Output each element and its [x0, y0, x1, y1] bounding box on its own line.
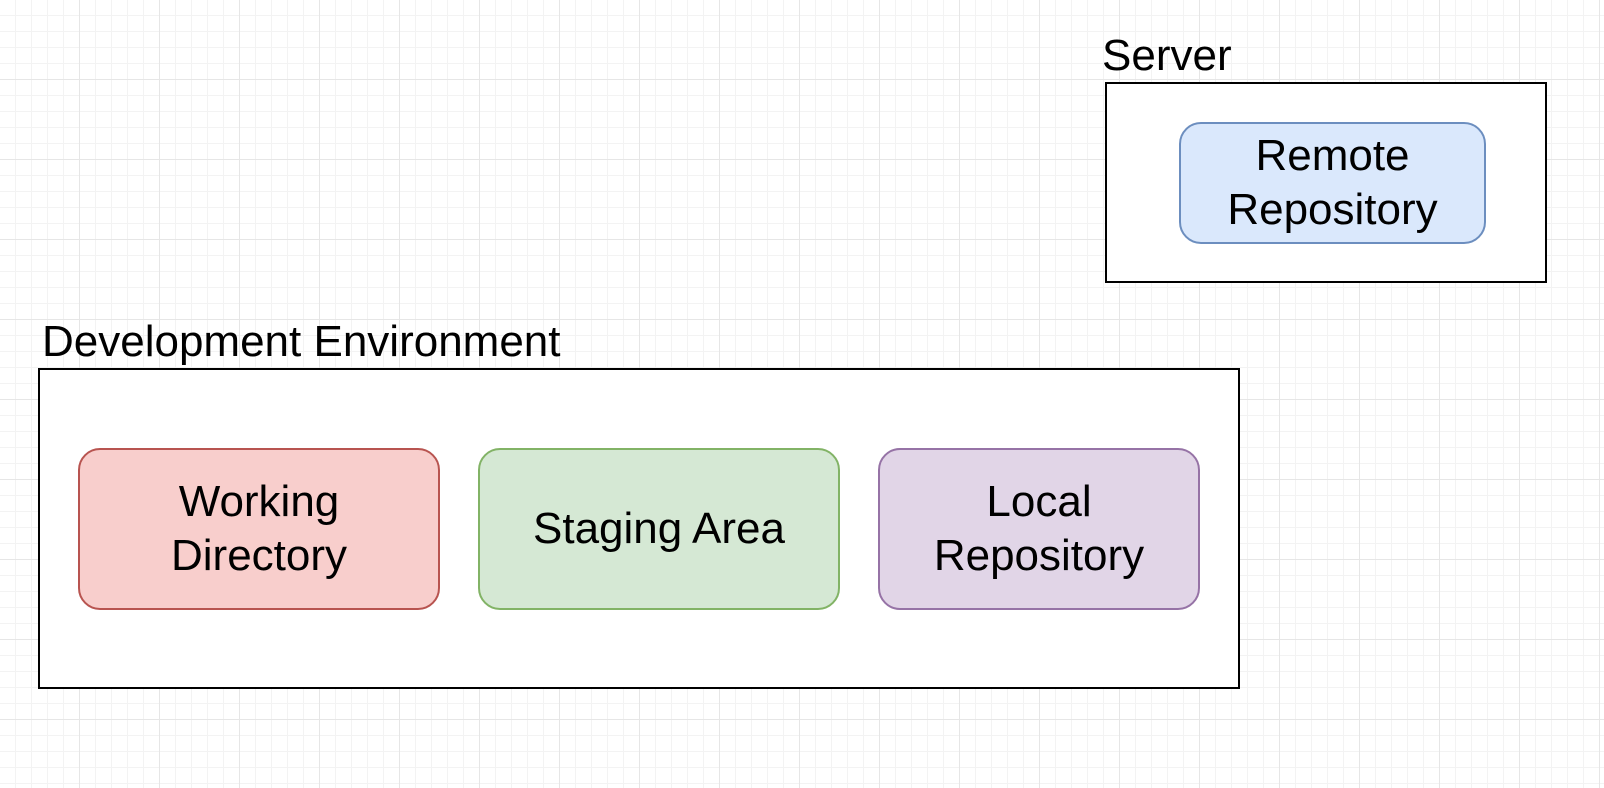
staging-area-node[interactable]: Staging Area — [478, 448, 840, 610]
remote-repository-node[interactable]: Remote Repository — [1179, 122, 1486, 244]
server-group-label: Server — [1102, 31, 1232, 80]
working-directory-node[interactable]: Working Directory — [78, 448, 440, 610]
local-repository-label: Local Repository — [933, 477, 1145, 580]
local-repository-node[interactable]: Local Repository — [878, 448, 1200, 610]
development-environment-group-label: Development Environment — [42, 317, 561, 366]
staging-area-label: Staging Area — [533, 504, 785, 553]
remote-repository-label: Remote Repository — [1227, 131, 1438, 234]
working-directory-label: Working Directory — [170, 477, 348, 580]
